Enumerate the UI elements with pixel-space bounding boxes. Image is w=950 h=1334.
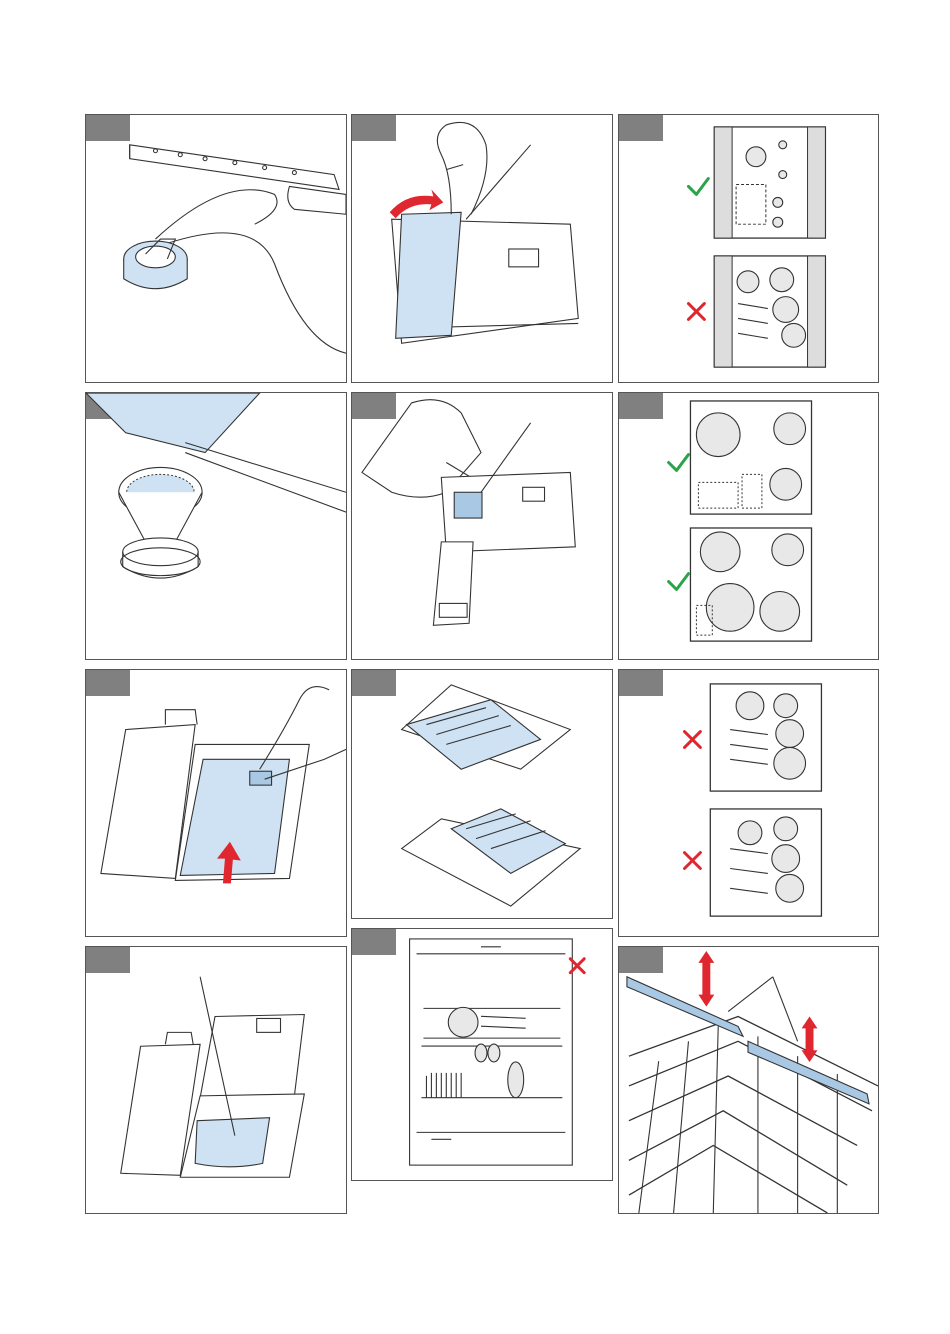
check-icon (669, 574, 689, 590)
dishwasher-front-icon (352, 929, 612, 1180)
lower-rack-icon (619, 393, 878, 659)
funnel-icon (86, 393, 346, 659)
spray-arm-icon (86, 115, 346, 382)
panel-2-detergent (351, 114, 613, 383)
check-icon (669, 455, 689, 471)
panel-12-rack-adjust (618, 946, 879, 1214)
panel-10-compartment (85, 946, 347, 1214)
detergent-dispenser-icon (352, 115, 612, 382)
cross-icon (684, 853, 700, 869)
panel-7-dispenser-lid (85, 669, 347, 937)
panel-6-lower-rack (618, 392, 879, 660)
panel-8-cutlery-tray (351, 669, 613, 919)
panel-9-rack-wrong (618, 669, 879, 937)
panel-4-salt (85, 392, 347, 660)
panel-1-filter-cleaning (85, 114, 347, 383)
rack-height-adjuster-icon (619, 947, 878, 1213)
cross-icon (684, 732, 700, 748)
rack-icon (619, 670, 878, 936)
panel-5-rinse-aid (351, 392, 613, 660)
dispenser-lid-icon (86, 670, 346, 936)
upper-rack-icon (619, 115, 878, 382)
panel-3-upper-rack (618, 114, 879, 383)
cross-icon (688, 304, 704, 320)
rinse-aid-bottle-icon (352, 393, 612, 659)
dispenser-compartment-icon (86, 947, 346, 1213)
cutlery-tray-icon (352, 670, 612, 918)
check-icon (688, 179, 708, 195)
panel-11-dishwasher (351, 928, 613, 1181)
